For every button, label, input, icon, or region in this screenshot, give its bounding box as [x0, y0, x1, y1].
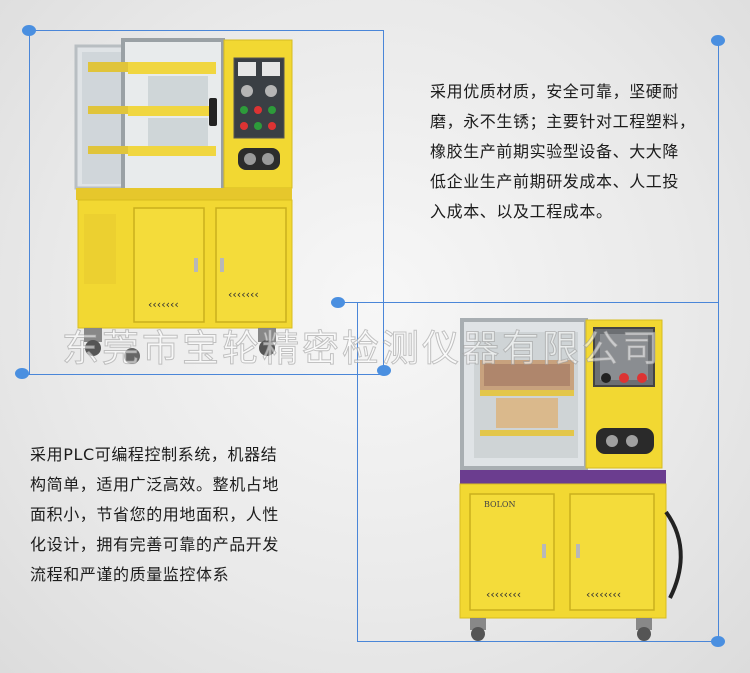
description-line: 采用优质材质，安全可靠，坚硬耐 — [430, 82, 680, 101]
description-line: 橡胶生产前期实验型设备、大大降 — [430, 142, 680, 161]
frame-line-right — [383, 30, 384, 370]
description-line: 采用PLC可编程控制系统，机器结 — [30, 445, 278, 464]
svg-text:‹‹‹‹‹‹‹: ‹‹‹‹‹‹‹ — [148, 298, 179, 311]
description-line: 低企业生产前期研发成本、人工投 — [430, 172, 680, 191]
description-top: 采用优质材质，安全可靠，坚硬耐 磨，永不生锈；主要针对工程塑料， 橡胶生产前期实… — [430, 77, 730, 227]
frame-line-left — [29, 30, 30, 374]
frame-line-lower-top — [338, 302, 718, 303]
press-machine-bottom: ‹‹‹‹‹‹‹‹ ‹‹‹‹‹‹‹‹ — [459, 318, 683, 641]
svg-text:‹‹‹‹‹‹‹‹: ‹‹‹‹‹‹‹‹ — [486, 588, 521, 601]
brand-plate: BOLON — [484, 500, 516, 509]
description-line: 磨，永不生锈；主要针对工程塑料， — [430, 112, 696, 131]
svg-text:‹‹‹‹‹‹‹‹: ‹‹‹‹‹‹‹‹ — [586, 588, 621, 601]
decor-dot — [711, 35, 725, 46]
press-machine-top: ‹‹‹‹‹‹‹ ‹‹‹‹‹‹‹ — [74, 38, 293, 364]
description-line: 构简单，适用广泛高效。整机占地 — [30, 475, 280, 494]
decor-dot — [377, 365, 391, 376]
decor-dot — [15, 368, 29, 379]
decor-dot — [331, 297, 345, 308]
svg-text:‹‹‹‹‹‹‹: ‹‹‹‹‹‹‹ — [228, 288, 259, 301]
frame-line-mid — [22, 374, 384, 375]
description-line: 流程和严谨的质量监控体系 — [30, 565, 230, 584]
description-line: 化设计，拥有完善可靠的产品开发 — [30, 535, 280, 554]
frame-line-lower-left — [357, 302, 358, 642]
decor-dot — [22, 25, 36, 36]
description-line: 入成本、以及工程成本。 — [430, 202, 613, 221]
frame-line-bottom — [357, 641, 719, 642]
description-bottom: 采用PLC可编程控制系统，机器结 构简单，适用广泛高效。整机占地 面积小，节省您… — [30, 440, 340, 590]
decor-dot — [711, 636, 725, 647]
description-line: 面积小，节省您的用地面积，人性 — [30, 505, 280, 524]
company-watermark: 东莞市宝轮精密检测仪器有限公司 — [62, 327, 662, 371]
frame-line-top — [29, 30, 384, 31]
frame-line-lower-right — [718, 40, 719, 640]
